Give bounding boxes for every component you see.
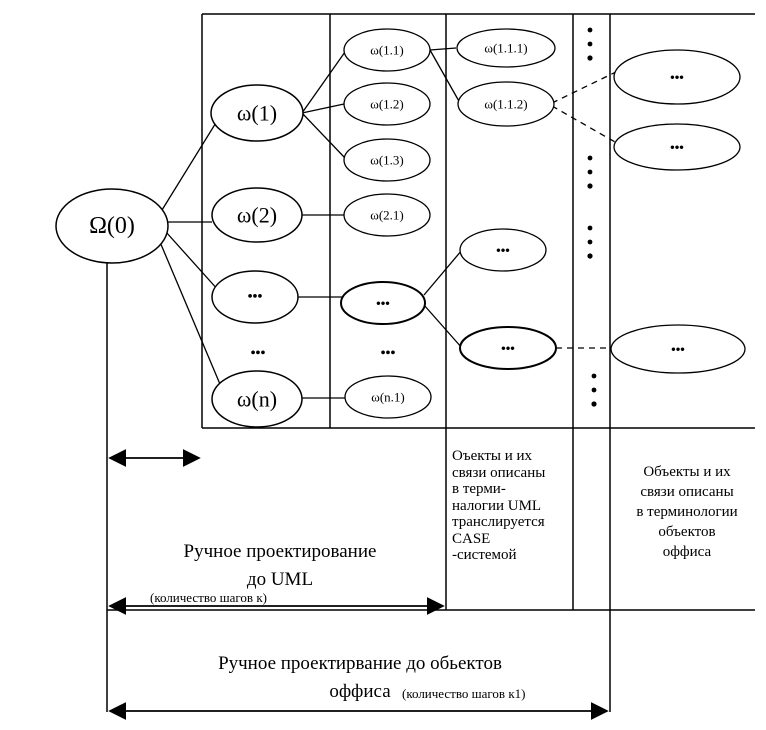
- level4-node-3: •••: [610, 324, 746, 374]
- level2-node-6: ω(n.1): [344, 375, 432, 419]
- level2-node-4: ω(2.1): [343, 193, 431, 237]
- level3-node-2-shape: [457, 81, 555, 127]
- level4-node-1: •••: [613, 49, 741, 105]
- root-node-1: Ω(0): [55, 188, 169, 264]
- level3-node-4-shape: [459, 326, 557, 370]
- level4-node-2-shape: [613, 123, 741, 171]
- edge-31-a: [423, 249, 463, 296]
- caption-steps-k1: (количество шагов к1): [402, 686, 526, 701]
- root-node-1-label: Ω(0): [89, 213, 135, 239]
- level1-node-4-shape: [211, 370, 303, 428]
- level3-node-3-label: •••: [496, 243, 510, 258]
- edge-root-1: [161, 112, 223, 211]
- level1-gap-label: •••: [251, 346, 266, 361]
- level3-node-4-label: •••: [501, 341, 515, 356]
- level4-node-3-shape: [610, 324, 746, 374]
- level3-node-2-label: ω(1.1.2): [484, 97, 527, 112]
- level1-node-2-shape: [211, 187, 303, 243]
- edge-112-a: [551, 69, 621, 104]
- level2-node-1-shape: [343, 28, 431, 72]
- level2-node-4-shape: [343, 193, 431, 237]
- level4-node-1-label: •••: [670, 70, 684, 85]
- level1-node-1-shape: [210, 84, 304, 142]
- caption-manual-to-uml: Ручное проектирование до UML: [183, 541, 377, 590]
- level2-node-2-shape: [343, 82, 431, 126]
- edge-1-12: [301, 103, 345, 114]
- edge-31-b: [423, 304, 463, 349]
- level1-node-3: •••: [211, 270, 299, 324]
- level1-node-1-label: ω(1): [237, 101, 277, 126]
- edge-11-111: [429, 47, 457, 51]
- level1-node-4: ω(n): [211, 370, 303, 428]
- dashed-connectors: [551, 69, 623, 349]
- dots-column: [587, 27, 597, 407]
- level3-node-1-shape: [456, 28, 556, 68]
- level2-node-3-shape: [343, 138, 431, 182]
- level1-node-3-label: •••: [248, 290, 263, 305]
- range-arrows: [108, 449, 609, 720]
- level4-node-3-label: •••: [671, 342, 685, 357]
- level1-node-4-label: ω(n): [237, 387, 277, 412]
- root-node-1-shape: [55, 188, 169, 264]
- level2-node-5-label: •••: [376, 296, 390, 311]
- level3-node-2: ω(1.1.2): [457, 81, 555, 127]
- tree-connectors: [159, 47, 463, 399]
- level4-node-1-shape: [613, 49, 741, 105]
- level2-node-3: ω(1.3): [343, 138, 431, 182]
- level4-node-2: •••: [613, 123, 741, 171]
- level2-node-1: ω(1.1): [343, 28, 431, 72]
- caption-steps-k: (количество шагов к): [150, 590, 267, 605]
- level3-node-1-label: ω(1.1.1): [484, 41, 527, 56]
- level2-node-3-label: ω(1.3): [370, 153, 403, 168]
- level1-node-2-label: ω(2): [237, 203, 277, 228]
- level2-node-1-label: ω(1.1): [370, 43, 403, 58]
- caption-uml-objects: Оъекты и их связи описаны в терми- налог…: [452, 448, 546, 563]
- level1-node-1: ω(1): [210, 84, 304, 142]
- edge-root-3: [165, 231, 220, 292]
- level2-node-2-label: ω(1.2): [370, 97, 403, 112]
- caption-office-objects: Объекты и их связи описаны в терминологи…: [636, 464, 738, 560]
- level2-node-5-shape: [340, 281, 426, 325]
- level2-node-5: •••: [340, 281, 426, 325]
- edge-1-11: [301, 51, 346, 114]
- tree-nodes: Ω(0) ω(1) ω(2) ••• ω(n) ω(1.1) ω(1.2) ω(1.3) ω(2…: [55, 28, 746, 428]
- caption-manual-to-office: Ручное проектирвание до обьектов оффиса: [218, 653, 502, 702]
- edge-11-112: [429, 49, 461, 104]
- level3-node-4: •••: [459, 326, 557, 370]
- level1-node-2: ω(2): [211, 187, 303, 243]
- level3-node-3-shape: [459, 228, 547, 272]
- level2-node-4-label: ω(2.1): [370, 208, 403, 223]
- level2-node-6-shape: [344, 375, 432, 419]
- edge-root-n: [159, 241, 226, 397]
- level3-node-1: ω(1.1.1): [456, 28, 556, 68]
- level3-node-3: •••: [459, 228, 547, 272]
- level2-node-6-label: ω(n.1): [371, 390, 404, 405]
- level2-node-2: ω(1.2): [343, 82, 431, 126]
- edge-1-13: [301, 112, 346, 159]
- level4-node-2-label: •••: [670, 140, 684, 155]
- level2-gap-label: •••: [381, 346, 396, 361]
- edge-112-b: [551, 105, 623, 147]
- level1-node-3-shape: [211, 270, 299, 324]
